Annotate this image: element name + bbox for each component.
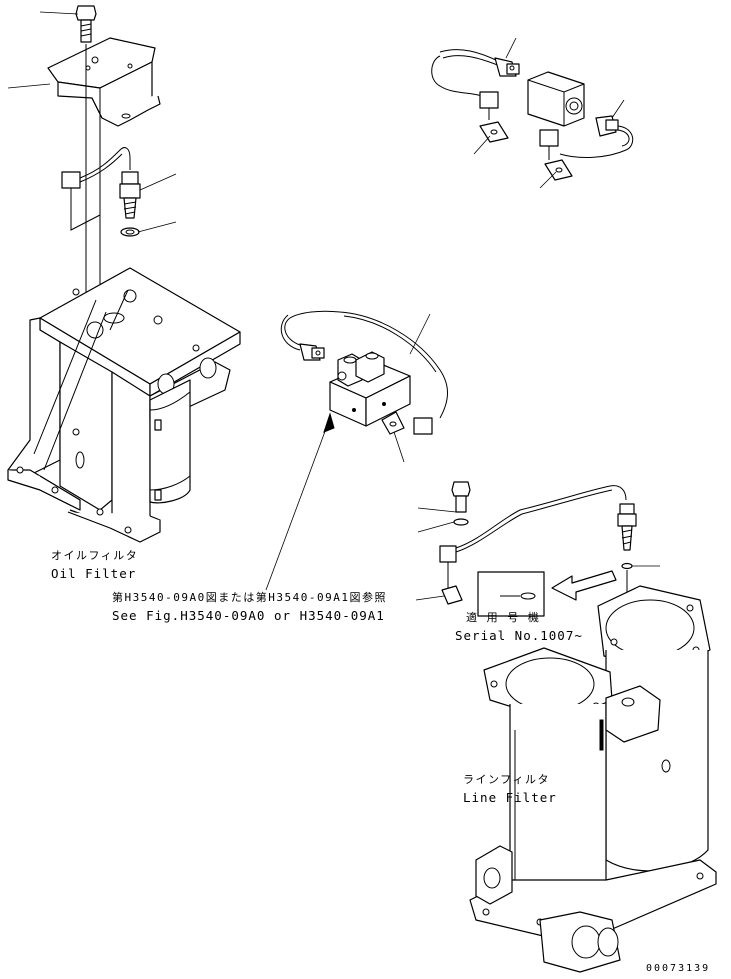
upper-connector (479, 91, 499, 109)
oil-filter-assembly (7, 5, 241, 543)
sealing-washer (120, 227, 140, 237)
oil-filter-label-en: Oil Filter (51, 566, 137, 581)
drawing-number: 00073139 (646, 963, 711, 974)
filter-port-block (605, 685, 661, 743)
center-harness-wire (280, 310, 448, 419)
reference-note-jp: 第H3540-09A0図または第H3540-09A1図参照 (112, 591, 387, 604)
lower-pressure-switch (595, 115, 619, 137)
upper-harness-wire (431, 49, 501, 97)
front-filter-canister (483, 647, 613, 921)
line-filter-clamp (441, 585, 463, 605)
hydraulic-valve-block (329, 351, 411, 427)
reference-note-en: See Fig.H3540-09A0 or H3540-09A1 (112, 608, 385, 623)
filter-base-plate (469, 845, 717, 973)
center-pressure-switch (299, 343, 325, 361)
serial-label-en: Serial No.1007~ (455, 628, 583, 643)
pressure-sensor (119, 171, 141, 219)
serial-label-jp: 適 用 号 機 (466, 611, 541, 624)
lower-clamp (544, 159, 573, 181)
upper-clamp (479, 121, 509, 143)
line-filter-washer (453, 518, 469, 526)
line-filter-pressure-sensor (617, 503, 637, 551)
line-filter-label-en: Line Filter (463, 790, 557, 805)
line-filter-assembly (439, 481, 717, 973)
solenoid-valve-block (527, 71, 585, 127)
oil-filter-label-jp: オイルフィルタ (51, 549, 139, 562)
leader-lines (7, 11, 660, 601)
sensor-bracket (47, 37, 161, 127)
detail-inset (477, 571, 545, 617)
detail-arrow (551, 570, 617, 601)
center-clamp (381, 411, 405, 435)
solenoid-switch-assembly (431, 49, 634, 181)
line-filter-label-jp: ラインフィルタ (463, 773, 550, 786)
line-filter-connector (439, 545, 457, 563)
line-filter-bolt (451, 481, 471, 513)
center-valve-assembly (280, 310, 448, 435)
center-connector (413, 417, 433, 435)
pressure-switch-connector (61, 147, 131, 260)
lower-connector (539, 129, 559, 147)
mounting-bolt (75, 5, 97, 43)
upper-pressure-switch (494, 57, 520, 77)
oil-filter-housing (7, 267, 241, 543)
